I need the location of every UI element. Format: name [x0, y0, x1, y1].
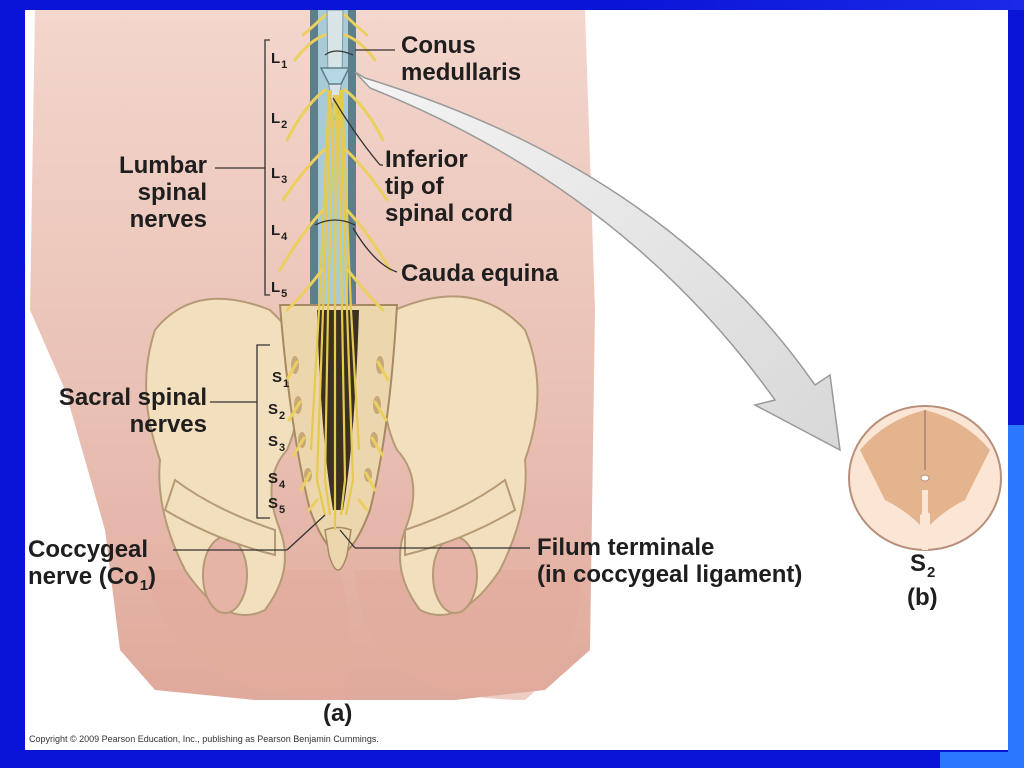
segment-label-l5: L5	[271, 279, 288, 300]
panel-a-label: (a)	[323, 700, 353, 727]
coccyx	[324, 526, 352, 571]
segment-label-l4: L4	[271, 222, 288, 243]
lumbar-spinal-nerves-label: Lumbar spinal nerves	[118, 152, 207, 233]
segment-label-s2: S2	[268, 401, 286, 422]
section-s2-label: S2	[910, 550, 936, 581]
segment-label-l3: L3	[271, 165, 288, 186]
coccygeal-nerve-label: Coccygeal nerve (Co1)	[28, 536, 157, 594]
conus-medullaris-label: Conus medullaris	[401, 32, 522, 86]
copyright-notice: Copyright © 2009 Pearson Education, Inc.…	[29, 734, 379, 744]
gluteal-shading	[145, 570, 349, 700]
segment-label-s5: S5	[268, 495, 286, 516]
segment-label-l2: L2	[271, 110, 288, 131]
slide-frame-top	[0, 0, 1024, 10]
segment-label-s1: S1	[272, 369, 290, 390]
zoom-arrow	[354, 71, 841, 452]
gluteal-shading-right	[355, 570, 581, 700]
slide-accent-tab-bottom	[940, 752, 1024, 768]
filum-terminale-label: Filum terminale (in coccygeal ligament)	[537, 534, 803, 588]
sacral-spinal-nerves-label: Sacral spinal nerves	[58, 384, 207, 438]
slide-canvas: L1 L2 L3 L4 L5 S1 S2 S3 S4 S5 Conus medu…	[25, 10, 1008, 750]
slide-accent-tab	[1008, 425, 1024, 768]
cord-cross-section	[848, 405, 1002, 551]
segment-label-s3: S3	[268, 433, 286, 454]
anatomy-illustration	[30, 10, 1002, 700]
segment-label-s4: S4	[268, 470, 286, 491]
segment-label-l1: L1	[271, 50, 288, 71]
inferior-tip-label: Inferior tip of spinal cord	[385, 146, 514, 227]
cauda-equina-label: Cauda equina	[401, 260, 559, 287]
panel-b-label: (b)	[907, 584, 938, 611]
